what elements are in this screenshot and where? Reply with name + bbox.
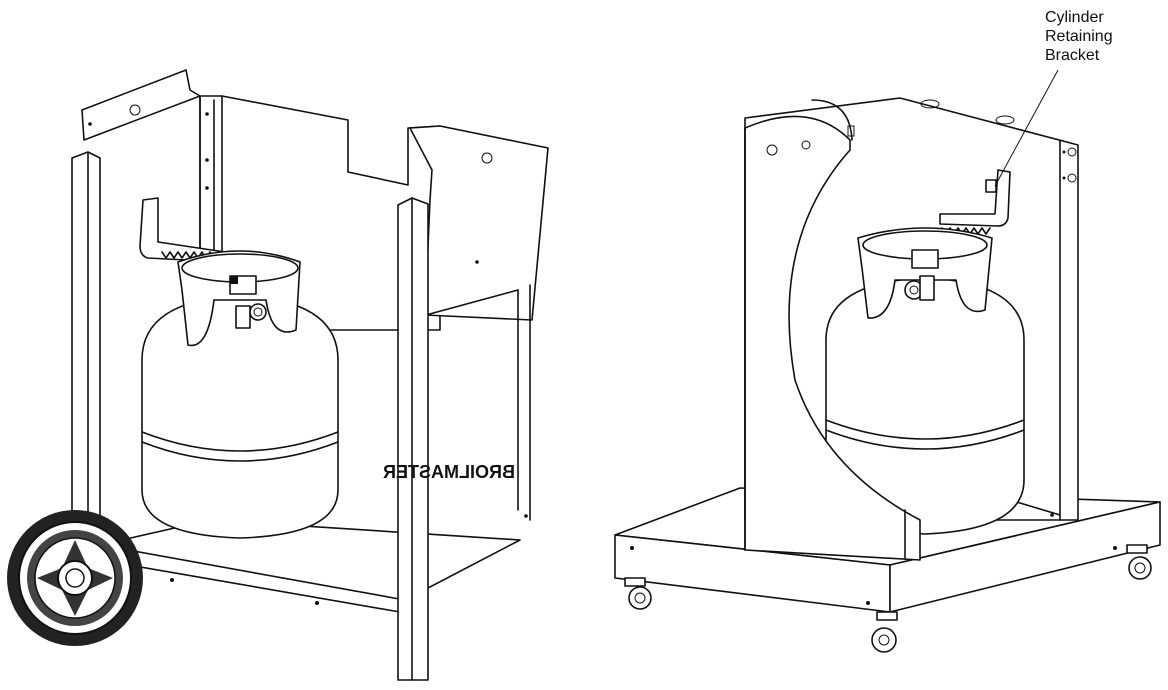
callout-line-1: Cylinder — [1045, 9, 1104, 26]
left-cart-figure: BROILMASTER — [7, 69, 549, 681]
left-propane-cylinder-icon — [141, 250, 339, 539]
cylinder-retaining-bracket-callout: Cylinder Retaining Bracket — [1045, 8, 1113, 65]
left-cart-back-flange — [81, 69, 201, 141]
right-propane-cylinder-icon — [825, 227, 1025, 535]
callout-line-2: Retaining — [1045, 28, 1113, 45]
right-cart-caster-front-icon — [871, 611, 898, 653]
right-cart-caster-right-icon — [1126, 544, 1152, 580]
left-cart-right-panel — [409, 125, 549, 521]
callout-line-3: Bracket — [1045, 47, 1100, 64]
callout-leader-line — [994, 69, 1059, 187]
right-retaining-bracket — [939, 169, 1011, 235]
left-cart-front-left-leg — [71, 151, 101, 546]
right-cart-caster-front-left-icon — [624, 577, 652, 610]
left-cart-front-right-leg — [397, 197, 429, 681]
left-cart-bottom-shelf — [99, 519, 521, 613]
right-cart-front-cover — [744, 99, 921, 561]
left-cart-wheel-icon — [7, 510, 143, 646]
right-cart-figure — [614, 69, 1161, 653]
broilmaster-panel-text: BROILMASTER — [383, 462, 515, 482]
